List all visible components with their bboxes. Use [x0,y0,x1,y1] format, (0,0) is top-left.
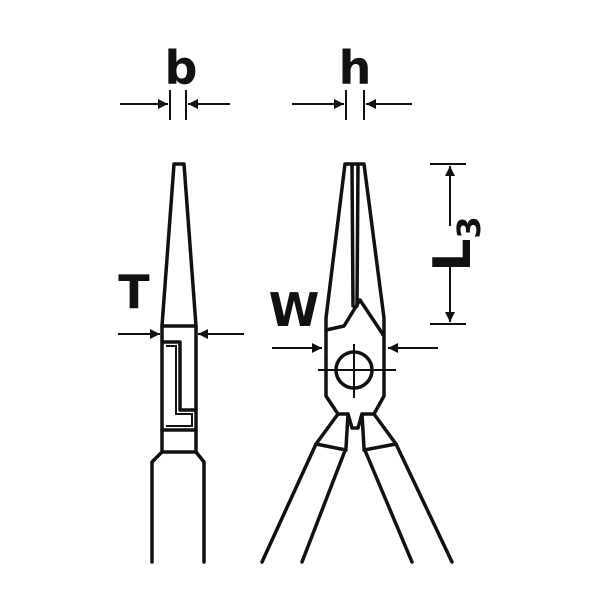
label-t: T [118,265,150,319]
side-view-inner-step [160,340,198,412]
dimension-h: h [292,41,412,120]
pliers-side-view [150,162,206,564]
front-view-jaw-outline [324,162,386,362]
dimension-t: T [118,265,244,339]
front-view-joint-body [324,358,386,430]
left-handle [260,412,350,564]
left-handle-sleeve-edge [314,442,348,452]
label-l3: L3 [423,216,488,271]
side-view-inner-step-shadow [166,345,193,427]
side-view-outline [150,162,206,564]
label-l3-subscript: 3 [450,216,488,238]
dimension-w: W [269,283,438,353]
label-b: b [165,41,198,95]
label-l3-letter: L [423,239,483,272]
dimension-l3: L3 [423,163,488,325]
dimension-b: b [120,41,230,120]
right-handle [360,412,454,564]
label-w: W [269,283,320,337]
front-view-joint-edge [324,298,386,338]
front-view-jaw-split [350,164,360,308]
label-h: h [339,41,372,95]
pliers-front-view [260,162,454,564]
right-handle-sleeve-edge [362,442,398,452]
